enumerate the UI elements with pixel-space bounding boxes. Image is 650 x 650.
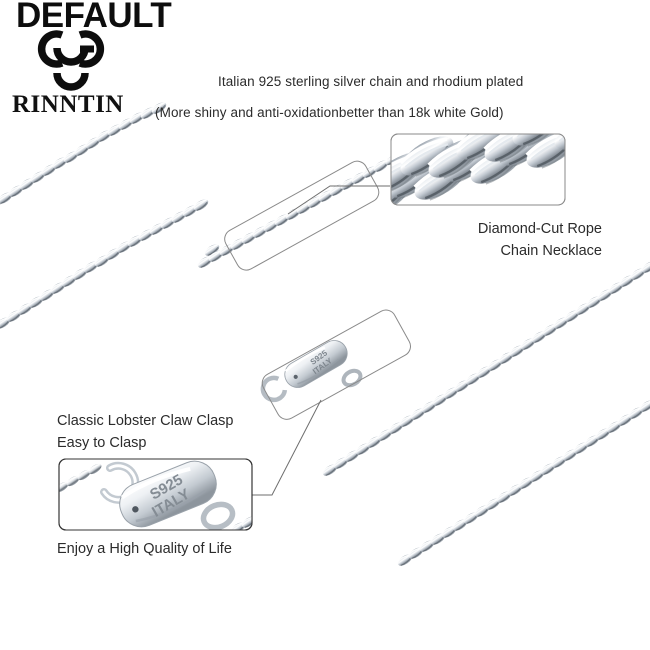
rope-callout-label-line2: Chain Necklace: [500, 243, 602, 259]
clasp-callout-label: Classic Lobster Claw Clasp Easy to Clasp: [57, 410, 233, 454]
chain-highlight-box-upper: [224, 160, 380, 271]
rope-chain-strand-lower-a: [320, 258, 650, 479]
lobster-clasp-macro-photo-icon: S925 ITALY: [59, 460, 252, 530]
clasp-detail-callout-box: S925 ITALY: [58, 458, 253, 531]
clasp-callout-label-line1: Classic Lobster Claw Clasp: [57, 413, 234, 429]
rope-chain-strand-main: [0, 196, 222, 339]
brand-logo: RINNTIN: [12, 22, 142, 132]
brand-name: RINNTIN: [12, 91, 124, 118]
tagline-label: Enjoy a High Quality of Life: [57, 541, 232, 557]
header-line-2: (More shiny and anti-oxidationbetter tha…: [155, 105, 504, 120]
chain-highlight-box-clasp: [261, 309, 411, 420]
header-line-1: Italian 925 sterling silver chain and rh…: [218, 74, 524, 89]
rope-detail-callout-box: [390, 133, 566, 206]
rope-chain-strand-lower-b: [395, 397, 650, 569]
main-lobster-clasp: S925 ITALY: [260, 340, 363, 403]
default-watermark: DEFAULT: [16, 0, 172, 35]
rope-chain-highlighted-segment: [195, 157, 391, 271]
leader-line-rope: [287, 185, 390, 215]
rope-callout-label-line1: Diamond-Cut Rope: [477, 221, 602, 237]
leader-line-clasp: [252, 399, 322, 496]
rope-callout-label: Diamond-Cut Rope Chain Necklace: [380, 218, 602, 262]
clasp-callout-label-line2: Easy to Clasp: [57, 435, 147, 451]
trefoil-rings-logo-icon: [37, 30, 105, 91]
